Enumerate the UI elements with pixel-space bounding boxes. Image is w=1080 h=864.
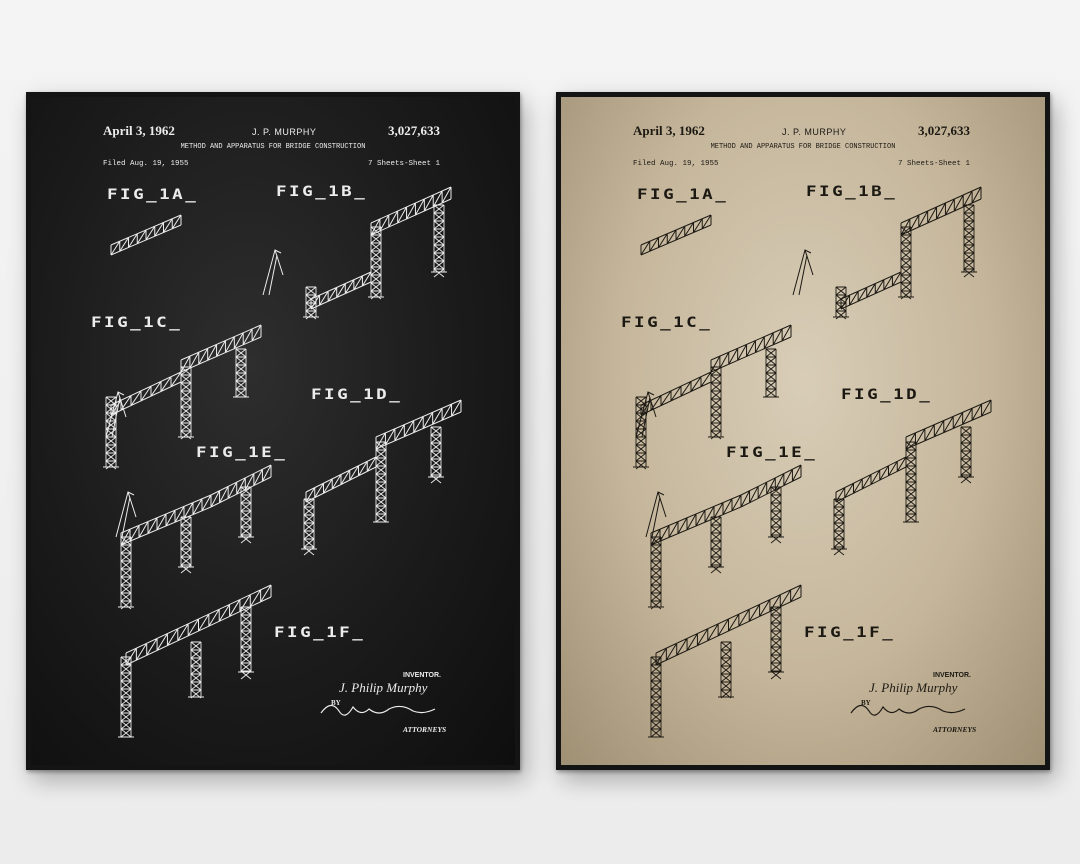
inventor-signature: J. Philip Murphy [869, 680, 958, 695]
truss-span [370, 186, 452, 236]
truss-tower [178, 366, 194, 440]
attorneys-label: ATTORNEYS [933, 725, 977, 734]
truss-tower [961, 204, 977, 278]
truss-span [125, 584, 272, 666]
truss-tower [648, 656, 664, 738]
attorneys-label: ATTORNEYS [403, 725, 447, 734]
poster-frame-chalkboard: April 3, 1962 J. P. MURPHY 3,027,633 MET… [26, 92, 520, 770]
truss-tower [301, 498, 317, 556]
patent-title: METHOD AND APPARATUS FOR BRIDGE CONSTRUC… [710, 143, 896, 151]
patent-date: April 3, 1962 [103, 123, 175, 138]
truss-tower [118, 656, 134, 738]
truss-span [900, 186, 982, 236]
filed-date: Filed Aug. 19, 1955 [103, 160, 189, 168]
truss-span [110, 371, 182, 416]
truss-tower [368, 226, 384, 300]
bridge-drawings [633, 186, 992, 738]
truss-span [640, 371, 712, 416]
figure-label-1c: FIG_1C_ [91, 315, 183, 331]
truss-tower [373, 441, 389, 523]
truss-tower [238, 606, 254, 680]
figure-label-1f: FIG_1F_ [804, 625, 896, 641]
truss-tower [428, 426, 444, 484]
figure-label-1a: FIG_1A_ [637, 187, 729, 203]
sheets-label: 7 Sheets-Sheet 1 [368, 160, 441, 168]
truss-tower [431, 204, 447, 278]
truss-tower [708, 516, 724, 574]
truss-tower [903, 441, 919, 523]
patent-title: METHOD AND APPARATUS FOR BRIDGE CONSTRUC… [180, 143, 366, 151]
truss-span [305, 456, 377, 503]
truss-tower [238, 486, 254, 544]
by-label: BY [861, 699, 871, 707]
figure-label-1a: FIG_1A_ [107, 187, 199, 203]
filed-date: Filed Aug. 19, 1955 [633, 160, 719, 168]
poster-frame-vintage: April 3, 1962 J. P. MURPHY 3,027,633 MET… [556, 92, 1050, 770]
truss-span [110, 214, 182, 256]
patent-poster-vintage: April 3, 1962 J. P. MURPHY 3,027,633 MET… [561, 97, 1045, 765]
truss-tower [718, 641, 734, 699]
figure-label-1c: FIG_1C_ [621, 315, 713, 331]
figure-label-1b: FIG_1B_ [276, 184, 368, 200]
truss-tower [831, 498, 847, 556]
truss-span [710, 324, 792, 373]
inventor-header: J. P. MURPHY [782, 127, 847, 137]
by-label: BY [331, 699, 341, 707]
truss-tower [188, 641, 204, 699]
figure-label-1e: FIG_1E_ [196, 445, 288, 461]
inventor-label: INVENTOR. [933, 672, 971, 679]
crane [262, 249, 284, 296]
truss-span [180, 324, 262, 373]
inventor-header: J. P. MURPHY [252, 127, 317, 137]
truss-span [640, 214, 712, 256]
figure-label-1b: FIG_1B_ [806, 184, 898, 200]
truss-tower [648, 536, 664, 610]
truss-span [310, 271, 372, 310]
truss-span [840, 271, 902, 310]
truss-span [120, 494, 212, 546]
patent-date: April 3, 1962 [633, 123, 705, 138]
crane [645, 491, 667, 538]
truss-tower [763, 348, 779, 398]
truss-span [650, 494, 742, 546]
truss-span [835, 456, 907, 503]
truss-tower [118, 536, 134, 610]
truss-tower [233, 348, 249, 398]
truss-tower [178, 516, 194, 574]
crane [792, 249, 814, 296]
truss-tower [768, 606, 784, 680]
inventor-signature: J. Philip Murphy [339, 680, 428, 695]
inventor-label: INVENTOR. [403, 672, 441, 679]
truss-tower [768, 486, 784, 544]
patent-number: 3,027,633 [918, 123, 970, 138]
truss-span [375, 399, 462, 450]
crane [115, 491, 137, 538]
truss-tower [898, 226, 914, 300]
bridge-drawings [103, 186, 462, 738]
figure-label-1e: FIG_1E_ [726, 445, 818, 461]
figure-label-1d: FIG_1D_ [311, 387, 403, 403]
patent-poster-chalkboard: April 3, 1962 J. P. MURPHY 3,027,633 MET… [31, 97, 515, 765]
truss-tower [958, 426, 974, 484]
truss-tower [708, 366, 724, 440]
figure-label-1f: FIG_1F_ [274, 625, 366, 641]
truss-span [905, 399, 992, 450]
patent-number: 3,027,633 [388, 123, 440, 138]
truss-span [655, 584, 802, 666]
figure-label-1d: FIG_1D_ [841, 387, 933, 403]
sheets-label: 7 Sheets-Sheet 1 [898, 160, 971, 168]
